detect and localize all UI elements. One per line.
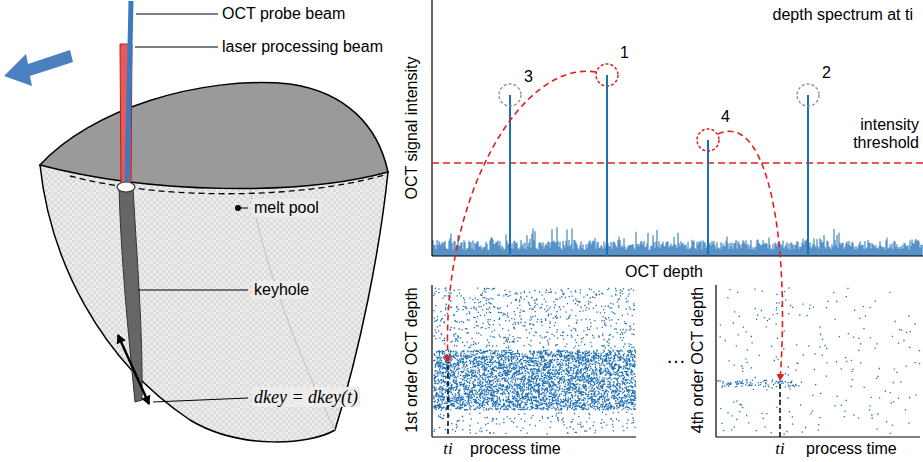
- part-label: OCT probe beam: [222, 5, 345, 23]
- threshold-label: intensity threshold: [837, 116, 919, 152]
- peak-marker: [596, 64, 618, 86]
- axis-label: OCT signal intensity: [403, 57, 421, 200]
- leader-line: [153, 398, 248, 402]
- callout-number: 3: [524, 68, 533, 86]
- axis: [432, 255, 923, 256]
- tick-label: ti: [775, 439, 784, 458]
- peak-marker: [697, 129, 719, 151]
- axis: [431, 285, 432, 437]
- melt-pool: [40, 165, 388, 442]
- threshold-line: [432, 162, 923, 164]
- mapping-arrow: [718, 131, 782, 380]
- peak: [707, 140, 709, 256]
- ellipsis: …: [666, 345, 686, 367]
- mapping-arrow: [447, 71, 596, 362]
- leader-line: [138, 290, 248, 291]
- axis-label: process time: [806, 440, 897, 458]
- dimension-label: dkey = dkey(t): [252, 387, 360, 407]
- time-marker: [447, 365, 449, 437]
- noise-floor: [433, 227, 922, 256]
- callout-number: 1: [620, 44, 629, 62]
- axis-label: process time: [470, 440, 561, 458]
- axis-label: OCT depth: [625, 263, 703, 281]
- leader-line: [135, 47, 218, 48]
- keyhole-opening: [117, 182, 135, 192]
- tick-label: ti: [443, 439, 452, 458]
- callout-number: 2: [822, 64, 831, 82]
- leader-line: [136, 14, 218, 15]
- depth-arrow: [118, 335, 149, 404]
- weld-surface: [40, 83, 388, 189]
- axis-label: 1st order OCT depth: [403, 287, 421, 433]
- direction-arrow: [4, 50, 73, 86]
- pool-boundary: [70, 174, 388, 194]
- time-marker: [779, 384, 781, 437]
- peak-marker: [499, 84, 521, 106]
- axis: [716, 436, 920, 437]
- keyhole-shape: [119, 188, 142, 402]
- axis: [432, 436, 636, 437]
- axis: [431, 0, 432, 256]
- peak: [606, 75, 608, 256]
- axis: [715, 285, 716, 437]
- peak: [807, 95, 809, 256]
- part-label: melt pool: [252, 199, 321, 217]
- oct-beam: [127, 1, 131, 185]
- chart-title: depth spectrum at ti: [772, 6, 913, 24]
- leader-line: [238, 208, 248, 209]
- peak-marker: [797, 84, 819, 106]
- axis-label: 4th order OCT depth: [689, 287, 707, 433]
- callout-number: 4: [721, 108, 730, 126]
- scatter-points: [717, 288, 920, 434]
- part-label: keyhole: [252, 281, 311, 299]
- part-label: laser processing beam: [222, 38, 383, 56]
- scatter-points: [433, 288, 636, 434]
